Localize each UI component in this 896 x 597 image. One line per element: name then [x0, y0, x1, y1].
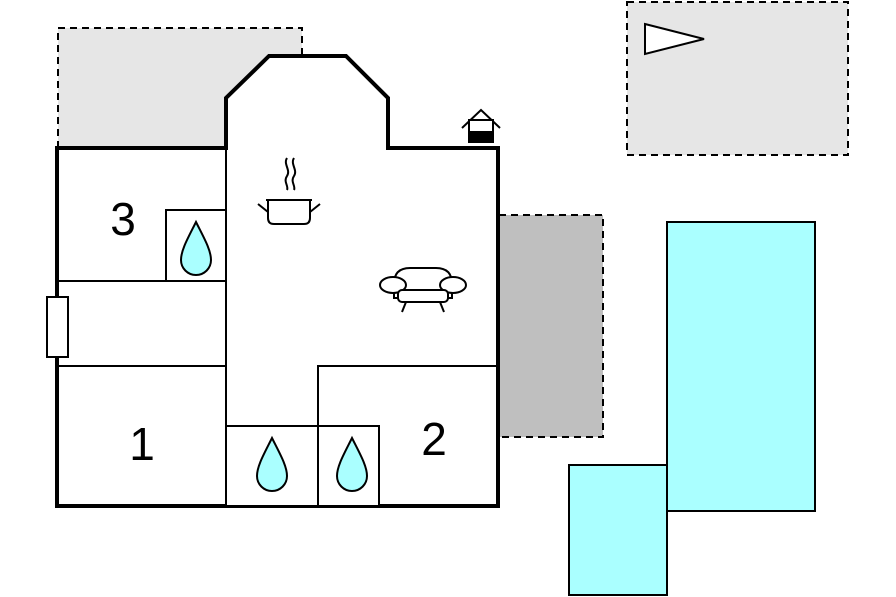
room-label-2: 2	[421, 413, 447, 465]
well-icon	[461, 108, 501, 143]
cooking-pot-icon	[257, 157, 321, 225]
bathroom-2	[317, 425, 380, 507]
room-label-1: 1	[129, 418, 155, 470]
pool-main	[666, 221, 816, 512]
terrace-top-right	[626, 1, 849, 156]
room-label-3: 3	[110, 193, 136, 245]
window-icon	[46, 296, 69, 358]
covered-terrace	[498, 214, 604, 438]
bathroom-drop-icon	[255, 435, 289, 492]
bathroom-drop-icon	[335, 435, 369, 492]
bathroom-drop-icon	[179, 219, 213, 276]
pool-small	[568, 464, 668, 596]
compass-arrow-icon	[644, 22, 705, 56]
sofa-icon	[379, 267, 467, 313]
